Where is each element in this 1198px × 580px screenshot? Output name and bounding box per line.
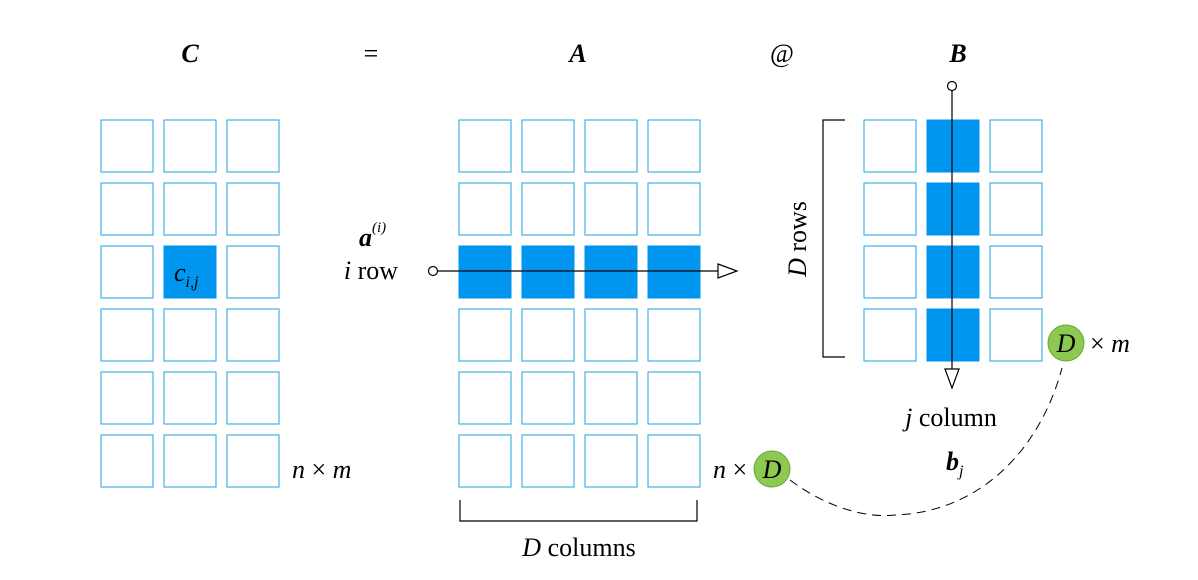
d-rows-label: D rows: [783, 201, 812, 278]
matrix-c-cell-r4-c0: [100, 371, 154, 425]
matrix-b-cell-r3-c1-highlighted: [926, 308, 980, 362]
row-vector-label: a(i): [359, 220, 386, 252]
matrix-c-cell-r0-c2: [226, 119, 280, 173]
matrix-b-cell-r0-c1-highlighted: [926, 119, 980, 173]
j-column-label: j column: [902, 403, 997, 432]
heading-matmul: @: [770, 39, 794, 68]
heading-c: C: [181, 39, 199, 68]
i-row-label: i row: [344, 256, 398, 285]
matrix-a-cell-r1-c2: [584, 182, 638, 236]
heading-equals: =: [364, 39, 379, 68]
col-vector-label: bj: [946, 447, 964, 480]
matrix-a-cell-r5-c2: [584, 434, 638, 488]
a-dims-d-badge: D: [753, 450, 791, 488]
matrix-c-cell-r1-c0: [100, 182, 154, 236]
matrix-a-cell-r0-c1: [521, 119, 575, 173]
c-dims-label: n × m: [292, 455, 351, 484]
matrix-a-cell-r4-c3: [647, 371, 701, 425]
matrix-a-cell-r3-c1: [521, 308, 575, 362]
matrix-a-cell-r2-c2-highlighted: [584, 245, 638, 299]
matrix-a-cell-r2-c3-highlighted: [647, 245, 701, 299]
b-dims-d-badge: D: [1047, 324, 1085, 362]
matrix-b-cell-r1-c0: [863, 182, 917, 236]
column-arrow-start-circle: [946, 80, 958, 92]
matrix-a-cell-r4-c2: [584, 371, 638, 425]
d-columns-bracket: [459, 500, 698, 522]
matrix-b-cell-r2-c0: [863, 245, 917, 299]
matrix-c-cell-r3-c2: [226, 308, 280, 362]
matrix-c-cell-r5-c1: [163, 434, 217, 488]
matrix-c-cell-r2-c2: [226, 245, 280, 299]
matrix-a-cell-r1-c3: [647, 182, 701, 236]
b-dims-green-circle: [1047, 324, 1085, 362]
matrix-c-cell-r3-c0: [100, 308, 154, 362]
matrix-a-cell-r0-c2: [584, 119, 638, 173]
matrix-c-cell-r4-c2: [226, 371, 280, 425]
matrix-c-cell-r3-c1: [163, 308, 217, 362]
matrix-a-cell-r5-c1: [521, 434, 575, 488]
matrix-b-cell-r1-c1-highlighted: [926, 182, 980, 236]
matrix-a-cell-r3-c0: [458, 308, 512, 362]
row-arrow-start-circle: [427, 265, 439, 277]
matrix-a-cell-r3-c3: [647, 308, 701, 362]
cell-label-cij: ci,j: [174, 258, 199, 291]
b-dims-d-letter: D: [1056, 329, 1076, 358]
matrix-c-cell-r0-c1: [163, 119, 217, 173]
d-connection-dashed-curve: [789, 367, 1063, 517]
matrix-c-cell-r1-c2: [226, 182, 280, 236]
matrix-c-cell-r5-c2: [226, 434, 280, 488]
matrix-c-cell-r1-c1: [163, 182, 217, 236]
matrix-a-grid: [458, 119, 701, 488]
matrix-b-grid: [863, 119, 1043, 362]
matrix-b-cell-r0-c2: [989, 119, 1043, 173]
matrix-b-cell-r3-c2: [989, 308, 1043, 362]
matrix-a-cell-r0-c3: [647, 119, 701, 173]
d-columns-label: D columns: [521, 533, 635, 562]
matrix-a-cell-r4-c0: [458, 371, 512, 425]
matrix-b-cell-r2-c1-highlighted: [926, 245, 980, 299]
matrix-b-cell-r2-c2: [989, 245, 1043, 299]
row-arrow-head: [717, 263, 739, 279]
matrix-a-cell-r0-c0: [458, 119, 512, 173]
matrix-a-cell-r4-c1: [521, 371, 575, 425]
column-arrow: [944, 80, 960, 390]
matrix-a-cell-r1-c1: [521, 182, 575, 236]
matrix-b-cell-r3-c0: [863, 308, 917, 362]
matrix-c-grid: [100, 119, 280, 488]
column-arrow-head: [944, 368, 960, 390]
matrix-a-cell-r2-c1-highlighted: [521, 245, 575, 299]
matrix-c-cell-r5-c0: [100, 434, 154, 488]
matrix-a-cell-r5-c3: [647, 434, 701, 488]
heading-a: A: [567, 39, 586, 68]
a-dims-d-letter: D: [762, 455, 782, 484]
matrix-c-cell-r2-c0: [100, 245, 154, 299]
b-dims-label: × m: [1090, 329, 1130, 358]
matrix-a-cell-r5-c0: [458, 434, 512, 488]
a-dims-green-circle: [753, 450, 791, 488]
d-rows-bracket: [822, 119, 845, 358]
matrix-c-cell-r4-c1: [163, 371, 217, 425]
row-arrow: [427, 263, 739, 279]
matrix-c-cell-r0-c0: [100, 119, 154, 173]
matrix-a-cell-r3-c2: [584, 308, 638, 362]
matrix-a-cell-r1-c0: [458, 182, 512, 236]
matrix-b-cell-r1-c2: [989, 182, 1043, 236]
heading-b: B: [948, 39, 966, 68]
matrix-c-cell-r2-c1-highlighted: [163, 245, 217, 299]
matrix-b-cell-r0-c0: [863, 119, 917, 173]
matrix-a-cell-r2-c0-highlighted: [458, 245, 512, 299]
a-dims-label: n ×: [713, 455, 747, 484]
